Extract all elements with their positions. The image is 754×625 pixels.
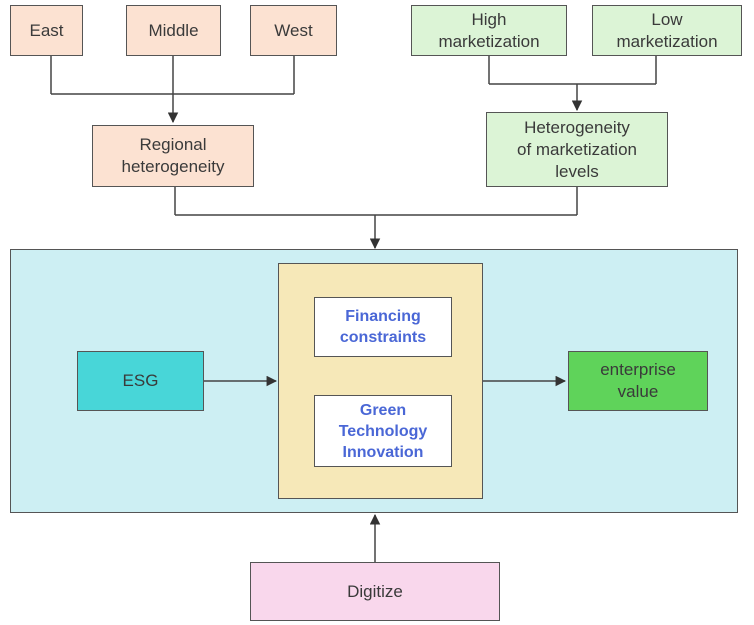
green-innovation-box: Green Technology Innovation — [314, 395, 452, 467]
middle-box: Middle — [126, 5, 221, 56]
enterprise-value-box: enterprise value — [568, 351, 708, 411]
east-label: East — [29, 20, 64, 40]
marketization-heterogeneity-box: Heterogeneity of marketization levels — [486, 112, 668, 187]
financing-constraints-box: Financing constraints — [314, 297, 452, 357]
green-innovation-label: Green Technology Innovation — [338, 401, 428, 461]
enterprise-value-label: enterprise value — [600, 360, 676, 401]
east-box: East — [10, 5, 83, 56]
low-marketization-label: Low marketization — [616, 9, 718, 51]
esg-label: ESG — [122, 371, 159, 390]
regional-heterogeneity-box: Regional heterogeneity — [92, 125, 254, 187]
west-label: West — [274, 20, 313, 40]
middle-label: Middle — [148, 20, 199, 40]
digitize-label: Digitize — [347, 581, 403, 601]
high-marketization-label: High marketization — [438, 9, 540, 51]
low-marketization-box: Low marketization — [592, 5, 742, 56]
financing-constraints-label: Financing constraints — [339, 308, 427, 346]
digitize-box: Digitize — [250, 562, 500, 621]
marketization-heterogeneity-label: Heterogeneity of marketization levels — [517, 117, 637, 181]
high-marketization-box: High marketization — [411, 5, 567, 56]
esg-box: ESG — [77, 351, 204, 411]
west-box: West — [250, 5, 337, 56]
regional-heterogeneity-label: Regional heterogeneity — [121, 135, 225, 176]
